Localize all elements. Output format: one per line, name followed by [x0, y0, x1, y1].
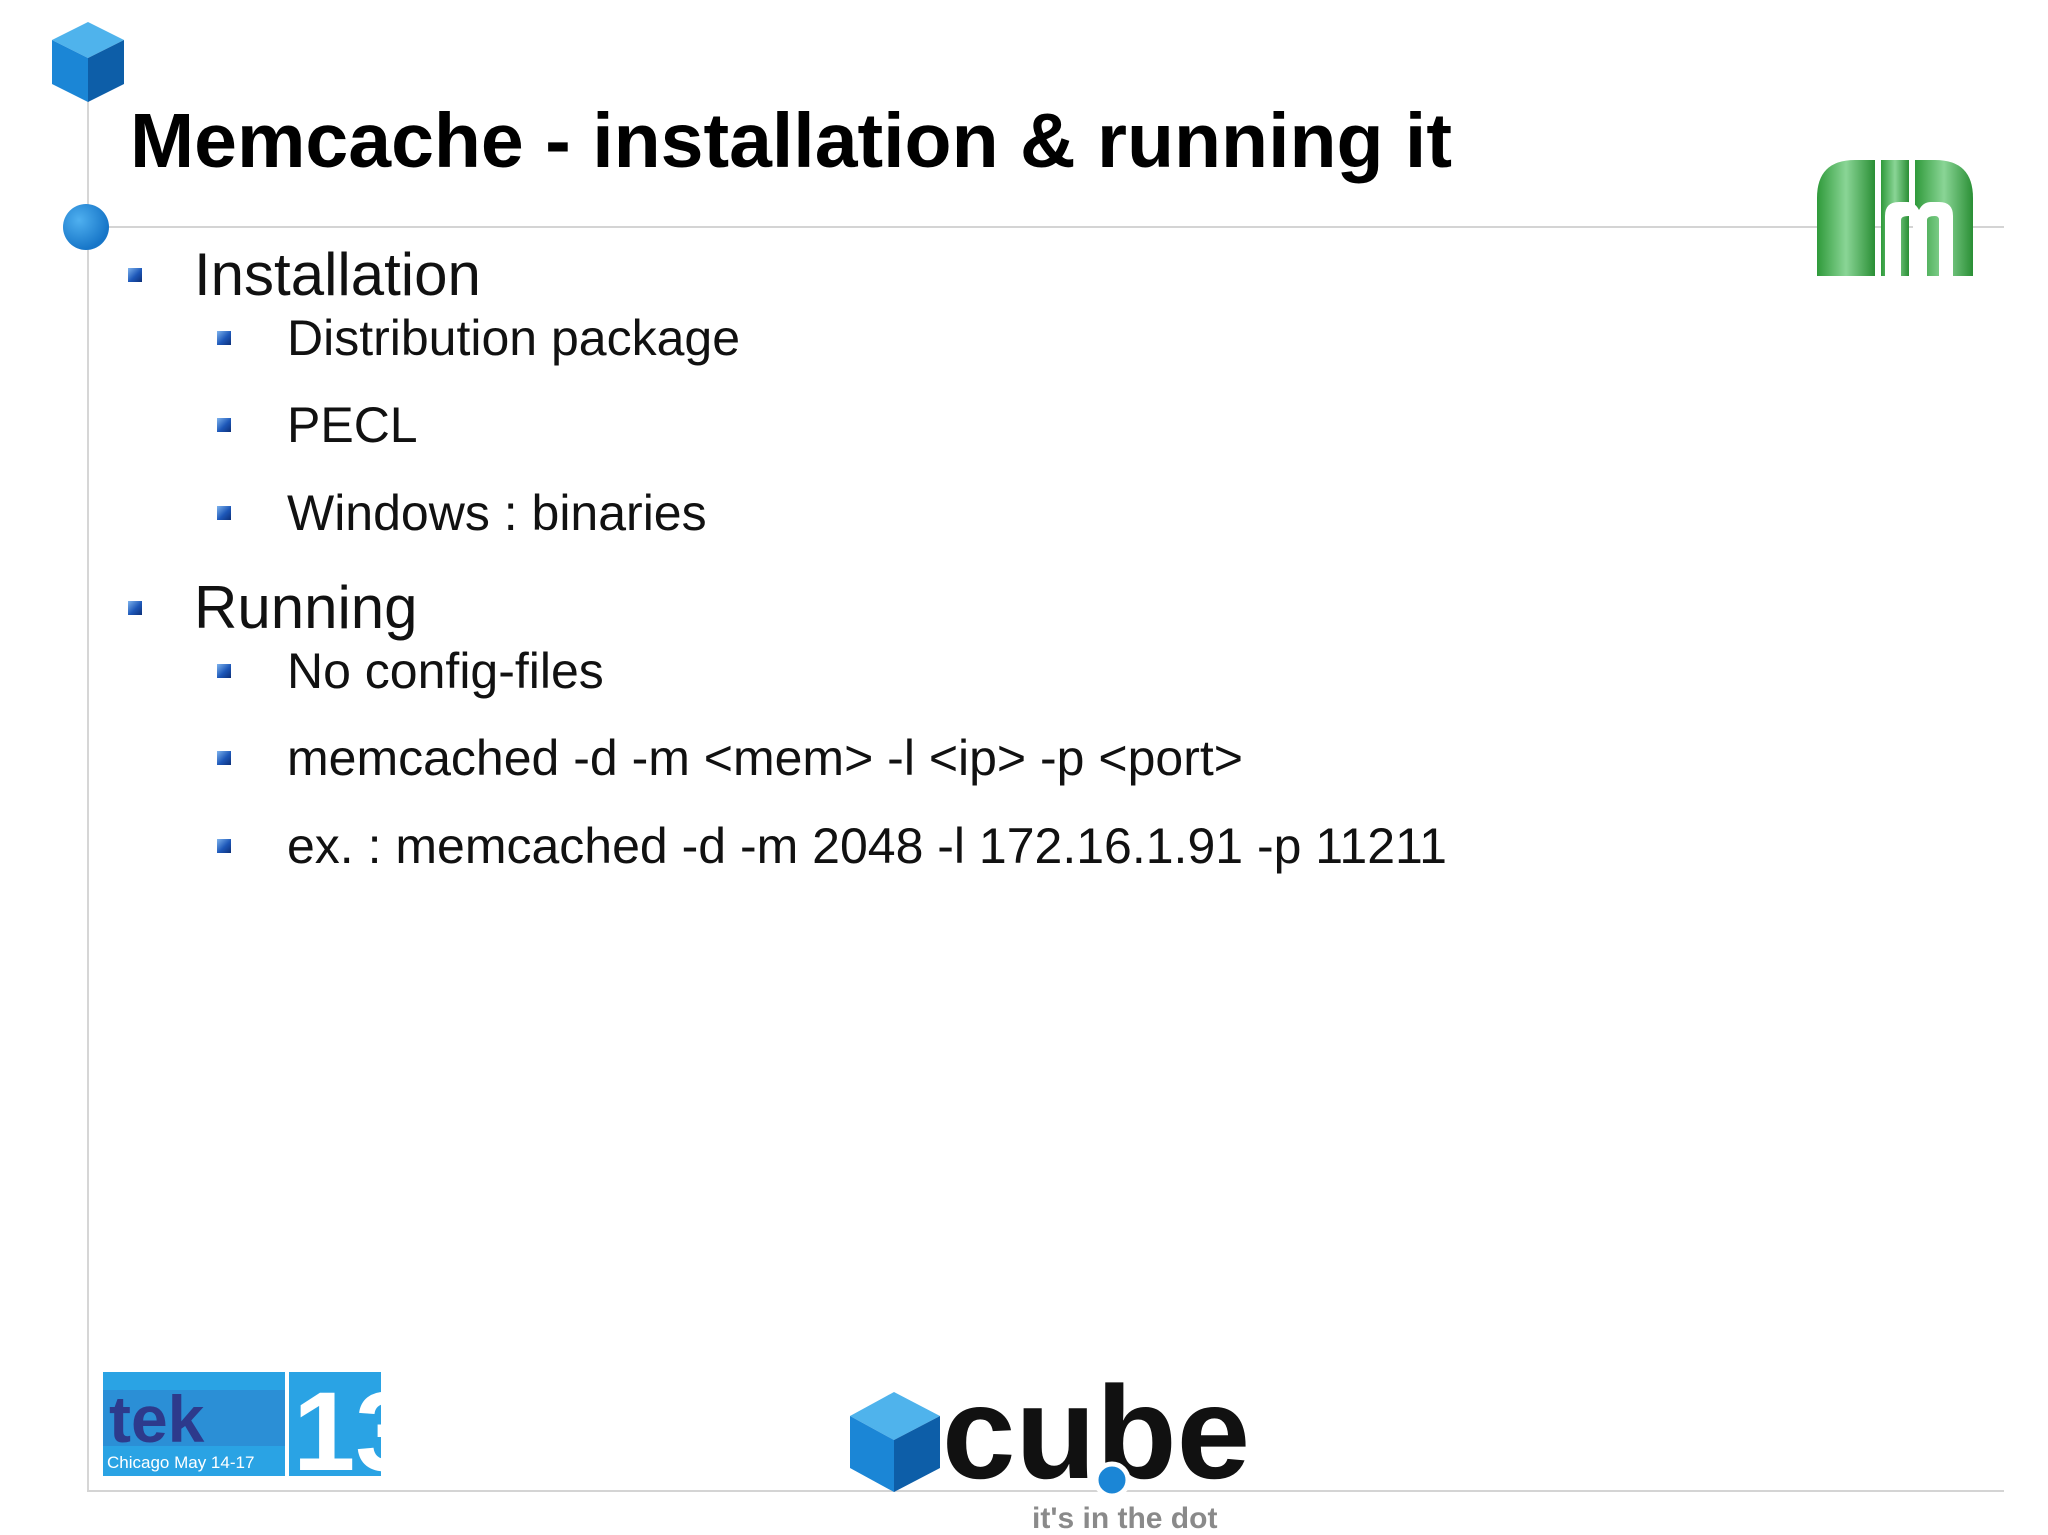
square-bullet-icon — [217, 751, 231, 765]
tek-wordmark: tek — [109, 1382, 205, 1456]
cube-icon — [52, 22, 124, 102]
tek-number: 13 — [293, 1372, 381, 1476]
bullet-text: Windows : binaries — [287, 485, 707, 541]
cube-tagline: it's in the dot — [1032, 1502, 1217, 1535]
bullet-text: Installation — [194, 241, 481, 308]
bullet-distribution-package: Distribution package — [217, 308, 740, 368]
blue-dot-icon — [1093, 1461, 1131, 1499]
bullet-windows-binaries: Windows : binaries — [217, 483, 707, 543]
bullet-text: No config-files — [287, 643, 604, 699]
square-bullet-icon — [217, 418, 231, 432]
bullet-text: Distribution package — [287, 310, 741, 366]
footer-rule — [87, 1490, 2004, 1492]
blue-dot-icon — [63, 204, 109, 250]
square-bullet-icon — [128, 268, 142, 282]
bullet-text: ex. : memcached -d -m 2048 -l 172.16.1.9… — [287, 818, 1447, 874]
bullet-running: Running — [128, 573, 418, 643]
title-rule — [87, 226, 2004, 228]
bullet-memcached-example: ex. : memcached -d -m 2048 -l 172.16.1.9… — [217, 816, 1447, 876]
square-bullet-icon — [128, 601, 142, 615]
bullet-text: Running — [194, 574, 418, 641]
square-bullet-icon — [217, 506, 231, 520]
bullet-pecl: PECL — [217, 395, 418, 455]
slide-title: Memcache - installation & running it — [130, 98, 1452, 184]
bullet-text: PECL — [287, 397, 418, 453]
bullet-no-config-files: No config-files — [217, 641, 604, 701]
bullet-installation: Installation — [128, 240, 481, 310]
square-bullet-icon — [217, 839, 231, 853]
tek-event-text: Chicago May 14-17 — [107, 1453, 254, 1472]
vertical-rule — [87, 80, 89, 1492]
memcache-logo-icon — [1817, 160, 1973, 276]
square-bullet-icon — [217, 664, 231, 678]
cube-logo: cube it's in the dot — [850, 1359, 1250, 1535]
bullet-memcached-syntax: memcached -d -m <mem> -l <ip> -p <port> — [217, 728, 1243, 788]
bullet-text: memcached -d -m <mem> -l <ip> -p <port> — [287, 730, 1243, 786]
tek13-logo: tek Chicago May 14-17 13 — [103, 1372, 381, 1476]
square-bullet-icon — [217, 331, 231, 345]
